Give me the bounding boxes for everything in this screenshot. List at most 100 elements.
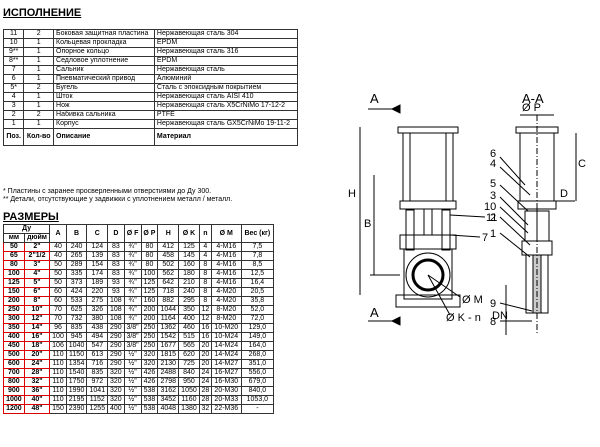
dims-cell: 460 xyxy=(178,323,200,333)
dims-cell: 1040 xyxy=(65,341,88,351)
dims-cell: 189 xyxy=(86,278,109,288)
callout-3: 3 xyxy=(490,190,496,202)
dims-cell: 380 xyxy=(86,314,109,324)
dims-cell: 1380 xyxy=(178,404,200,414)
col-header: A xyxy=(49,224,67,243)
callout-6: 6 xyxy=(490,148,496,160)
dn-group-header: Ду xyxy=(2,224,51,234)
dn-mm-cell: 250 xyxy=(3,305,25,315)
dims-cell: ½" xyxy=(123,377,142,387)
dims-cell: 108 xyxy=(107,305,125,315)
dn-inch-cell: 6" xyxy=(23,287,51,297)
dims-cell: 93 xyxy=(107,287,125,297)
dims-cell: 1150 xyxy=(65,350,88,360)
dims-cell: 290 xyxy=(107,350,125,360)
dn-inch-cell: 16" xyxy=(23,332,51,342)
dims-cell: 290 xyxy=(107,332,125,342)
parts-cell: 2 xyxy=(2,110,25,120)
dims-cell: 14-M24 xyxy=(210,350,242,360)
dims-cell: 154 xyxy=(86,260,109,270)
dims-cell: 10-M20 xyxy=(210,323,242,333)
dims-cell: 718 xyxy=(157,287,180,297)
dims-cell: ½" xyxy=(123,350,142,360)
label-dn: DN xyxy=(492,310,508,322)
dims-cell: 70 xyxy=(49,305,67,315)
dn-mm-cell: 450 xyxy=(3,341,25,351)
dims-cell: 290 xyxy=(107,341,125,351)
dims-cell: 320 xyxy=(140,359,159,369)
parts-cell: 1 xyxy=(23,92,55,102)
dims-cell: 83 xyxy=(107,269,125,279)
parts-cell: 1 xyxy=(23,56,55,66)
dims-cell: 110 xyxy=(49,359,67,369)
dims-cell: 16,4 xyxy=(240,278,275,288)
dims-cell: 3452 xyxy=(157,395,180,405)
dims-cell: 3162 xyxy=(157,386,180,396)
parts-cell: Алюминий xyxy=(153,74,299,84)
dn-inch-cell: 14" xyxy=(23,323,51,333)
parts-cell: Кольцевая прокладка xyxy=(53,38,155,48)
dims-cell: 14-M27 xyxy=(210,359,242,369)
dims-cell: 1990 xyxy=(65,386,88,396)
dims-cell: 556,0 xyxy=(240,368,275,378)
dims-cell: 840,0 xyxy=(240,386,275,396)
dims-cell: 835 xyxy=(86,368,109,378)
body xyxy=(403,248,453,300)
parts-header-cell: Кол-во xyxy=(23,128,55,146)
parts-cell: 2 xyxy=(23,29,55,39)
dims-cell: 533 xyxy=(65,296,88,306)
parts-cell: 1 xyxy=(23,119,55,129)
dn-inch-cell: 28" xyxy=(23,368,51,378)
dims-cell: 20 xyxy=(198,359,212,369)
dims-cell: 125 xyxy=(140,287,159,297)
dims-cell: 950 xyxy=(178,377,200,387)
dims-cell: 620 xyxy=(178,350,200,360)
dims-cell: 250 xyxy=(140,341,159,351)
parts-cell: Нержавеющая сталь xyxy=(153,65,299,75)
label-h: H xyxy=(348,188,356,200)
parts-header-cell: Поз. xyxy=(2,128,25,146)
callout-10: 10 xyxy=(484,201,496,213)
dims-cell: 4 xyxy=(198,242,212,252)
dims-cell: 180 xyxy=(178,269,200,279)
dims-cell: 494 xyxy=(86,332,109,342)
dims-cell: 4-M16 xyxy=(210,269,242,279)
dims-cell: 8 xyxy=(198,278,212,288)
dims-cell: 1164 xyxy=(157,314,180,324)
dims-cell: 12,5 xyxy=(240,269,275,279)
dims-cell: 200 xyxy=(140,314,159,324)
dims-cell: 326 xyxy=(86,305,109,315)
dims-cell: 110 xyxy=(49,350,67,360)
dimensions-heading: РАЗМЕРЫ xyxy=(3,211,59,223)
dims-cell: 2390 xyxy=(65,404,88,414)
dims-cell: 164,0 xyxy=(240,341,275,351)
dims-cell: 625 xyxy=(65,305,88,315)
dims-cell: 1053,0 xyxy=(240,395,275,405)
dn-mm-cell: 400 xyxy=(3,332,25,342)
dims-cell: 716 xyxy=(86,359,109,369)
dims-cell: 1362 xyxy=(157,323,180,333)
dims-cell: 972 xyxy=(86,377,109,387)
note-1: * Пластины с заранее просверленными отве… xyxy=(3,188,212,195)
dims-cell: 174 xyxy=(86,269,109,279)
dn-mm-cell: 200 xyxy=(3,296,25,306)
dims-cell: 8 xyxy=(198,260,212,270)
dn-mm-cell: 350 xyxy=(3,323,25,333)
dims-cell: 732 xyxy=(65,314,88,324)
dims-cell: 400 xyxy=(107,404,125,414)
dims-cell: 1354 xyxy=(65,359,88,369)
dn-mm-cell: 50 xyxy=(3,242,25,252)
label-k: Ø K - n xyxy=(446,312,481,324)
dims-cell: 125 xyxy=(140,278,159,288)
dims-cell: 250 xyxy=(140,332,159,342)
dims-cell: 110 xyxy=(49,386,67,396)
dims-cell: 725 xyxy=(178,359,200,369)
section-arrow-top xyxy=(390,104,401,114)
actuator-cap xyxy=(397,126,459,134)
